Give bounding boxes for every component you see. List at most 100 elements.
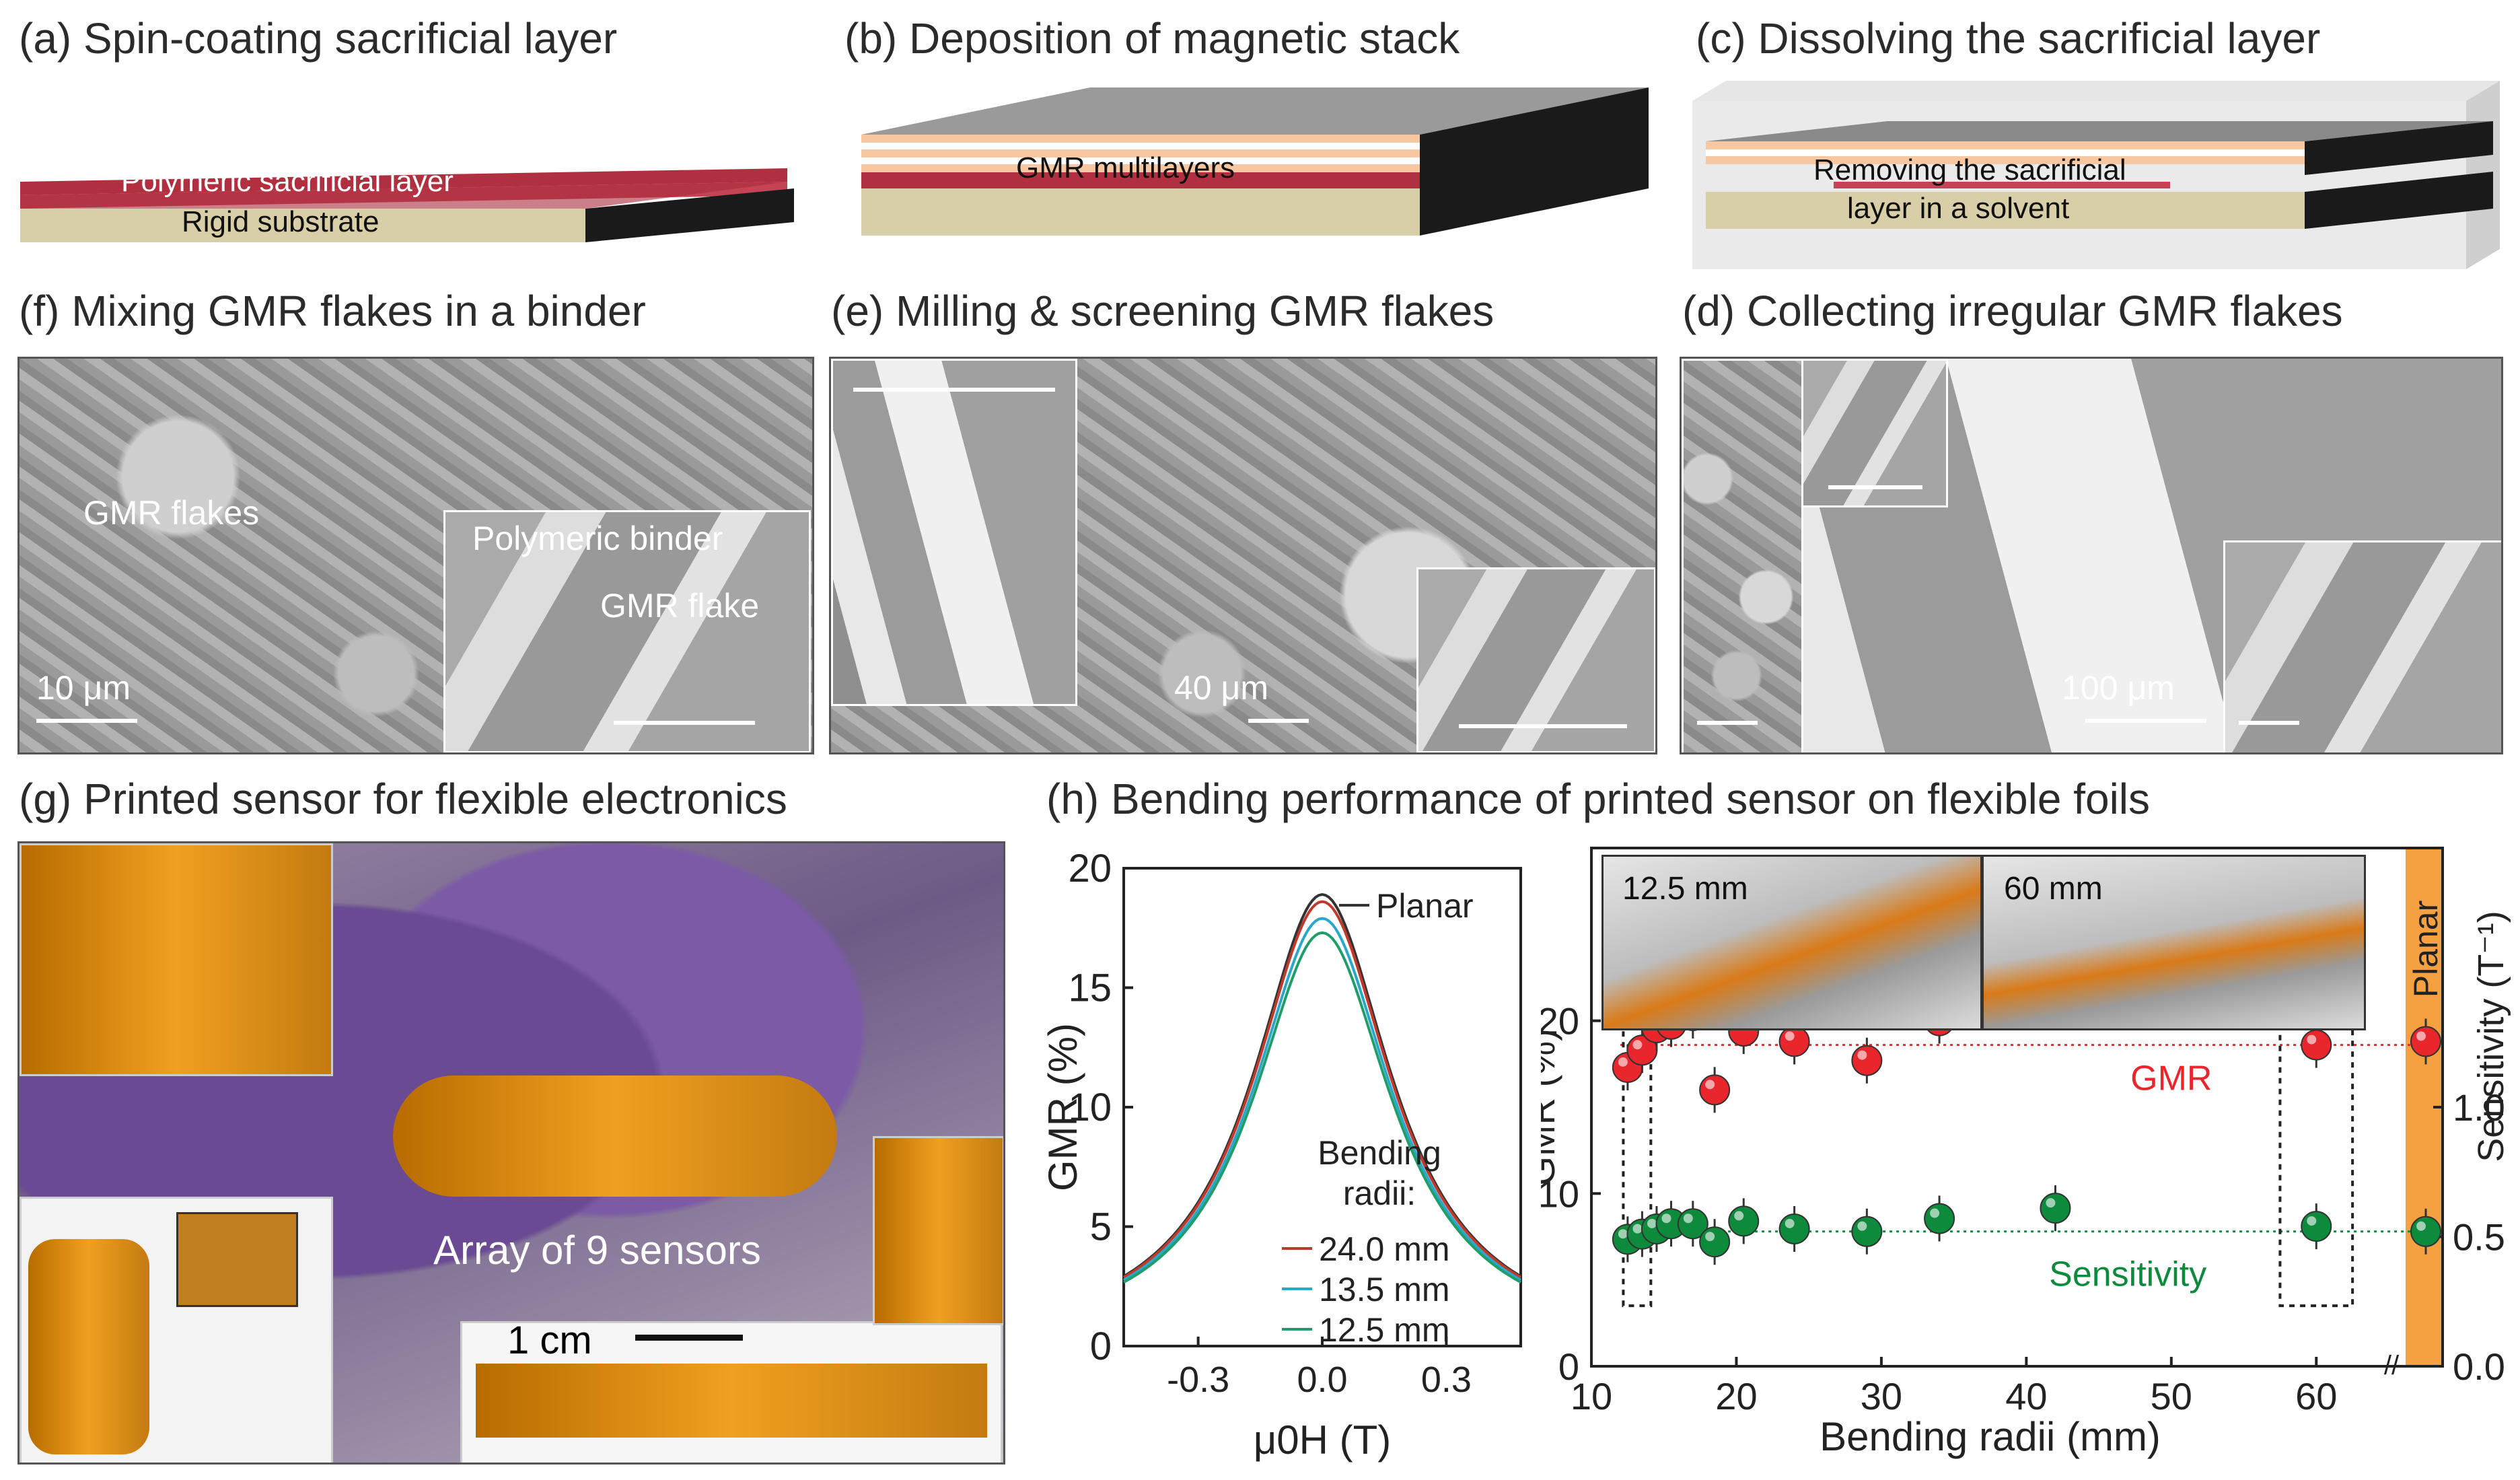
chart1-series-line <box>1122 917 1522 1281</box>
panel-f-scale-label: 10 μm <box>36 669 131 707</box>
chart2-sens-point-highlight <box>1734 1211 1744 1221</box>
chart1-series-line <box>1122 893 1522 1278</box>
chart2-gmr-point-planar <box>2410 1026 2441 1057</box>
chart2-sens-point-highlight <box>1683 1213 1693 1224</box>
chart2-ytick-label: 10 <box>1541 1172 1579 1215</box>
chart1-series-line <box>1123 931 1521 1283</box>
panel-g-inset-closeup <box>873 1136 1003 1325</box>
chart2-xtick-label: 40 <box>2005 1375 2047 1417</box>
panel-f-title: (f) Mixing GMR flakes in a binder <box>19 287 646 335</box>
panel-g-inset-bent <box>20 1197 333 1463</box>
chart2-sens-point-highlight <box>1785 1218 1795 1228</box>
chart2-ylabel: GMR (%) <box>1541 1028 1562 1185</box>
panel-d-inset-right <box>2223 540 2501 752</box>
chart2-gmr-point <box>1851 1045 1883 1076</box>
panel-a-layer2-label: Rigid substrate <box>182 205 380 238</box>
chart2-sens-point <box>1778 1213 1810 1244</box>
chart2-sens-point-highlight <box>1618 1229 1628 1239</box>
panel-a-schematic <box>20 168 794 242</box>
panel-g-inset-rolled <box>20 843 333 1076</box>
panel-g-bent-zoom <box>176 1212 298 1307</box>
chart2-axis-break: // <box>2384 1351 2400 1380</box>
panel-h-photo-12mm: 12.5 mm <box>1601 855 1982 1030</box>
panel-e-sem-image: 40 μm <box>829 357 1657 754</box>
panel-f-label-flake: GMR flake <box>600 587 760 625</box>
chart2-gmr-point-highlight <box>1705 1080 1715 1090</box>
chart2-sens-point <box>2301 1211 2332 1242</box>
chart1-ytick-label: 20 <box>1068 847 1112 890</box>
panel-b-schematic <box>861 87 1649 236</box>
panel-d-inset2-scale-bar <box>1697 721 1758 725</box>
panel-d-title: (d) Collecting irregular GMR flakes <box>1682 287 2343 335</box>
chart1-legend-label: 12.5 mm <box>1319 1311 1450 1349</box>
chart1-ytick-label: 0 <box>1090 1325 1112 1368</box>
panel-h-photo-60mm: 60 mm <box>1982 855 2366 1030</box>
panel-f-inset-scale-bar <box>614 721 755 725</box>
chart2-sens-point <box>1924 1203 1955 1234</box>
panel-g-array-label: Array of 9 sensors <box>433 1228 761 1273</box>
panel-f-scale-bar <box>36 719 137 723</box>
panel-e-scale-label: 40 μm <box>1174 669 1268 707</box>
chart2-gmr-point-highlight <box>2307 1034 2317 1045</box>
panel-e-inset2-scale-bar <box>1459 724 1627 728</box>
panel-e-scale-bar <box>1248 719 1309 723</box>
panel-g-scale-bar <box>635 1335 743 1341</box>
panel-b-title: (b) Deposition of magnetic stack <box>844 14 1460 63</box>
chart2-ytick-label: 0 <box>1558 1345 1579 1388</box>
chart2-sens-series-label: Sensitivity <box>2049 1255 2206 1294</box>
panel-f-label-flakes: GMR flakes <box>83 494 260 532</box>
chart2-xtick-label: 50 <box>2151 1375 2192 1417</box>
chart2-sens-point-highlight <box>1647 1218 1657 1228</box>
panel-f-sem-image: GMR flakes Polymeric binder GMR flake 10… <box>17 357 814 754</box>
panel-f-inset: Polymeric binder GMR flake <box>443 510 811 752</box>
panel-g-inset-strip <box>460 1321 1003 1463</box>
chart2-sens-point-planar <box>2410 1215 2441 1247</box>
panel-a-layer1-label: Polymeric sacrificial layer <box>121 165 454 198</box>
chart1-legend-label: 13.5 mm <box>1319 1271 1450 1308</box>
panel-g-bent-foil <box>28 1239 149 1454</box>
panel-g-scale-label: 1 cm <box>507 1318 592 1362</box>
chart2-ytick-label: 20 <box>1541 1000 1579 1043</box>
panel-d-inset-left <box>1682 359 1803 752</box>
panel-d-sem-image: 100 μm <box>1680 357 2503 754</box>
chart1-legend-label: Planar <box>1376 887 1474 925</box>
chart2-ytick-right-label: 0.5 <box>2453 1216 2505 1259</box>
chart2-sens-point-highlight <box>2046 1198 2056 1208</box>
chart2-gmr-point-highlight <box>1785 1031 1795 1041</box>
panel-d-inset1-scale-bar <box>1828 485 1922 489</box>
chart2-planar-label: Planar <box>2407 901 2445 998</box>
panel-a-title: (a) Spin-coating sacrificial layer <box>19 14 618 63</box>
chart2-gmr-point <box>2301 1029 2332 1061</box>
panel-g-title: (g) Printed sensor for flexible electron… <box>19 775 787 823</box>
panel-h-photo-60mm-label: 60 mm <box>2004 871 2103 907</box>
chart1-legend-title: Bending <box>1318 1134 1441 1172</box>
chart2-gmr-point-highlight <box>1618 1057 1628 1067</box>
panel-e-inset-left <box>831 359 1077 706</box>
chart1-ylabel: GMR (%) <box>1040 1023 1085 1191</box>
chart2-xtick-label: 60 <box>2295 1375 2337 1417</box>
panel-c-label-line2: layer in a solvent <box>1847 192 2070 225</box>
chart2-sens-point-highlight <box>1930 1208 1940 1218</box>
chart2-sens-point-highlight <box>2307 1216 2317 1226</box>
panel-g-photo: Array of 9 sensors 1 cm <box>17 841 1005 1465</box>
panel-d-scale-bar <box>2085 719 2206 723</box>
panel-g-sensor-ring <box>393 1076 837 1197</box>
chart2-ytick-right-label: 0.0 <box>2453 1345 2505 1388</box>
chart2-sens-point <box>1851 1215 1883 1247</box>
panel-b-layer1-label: GMR multilayers <box>1016 151 1235 184</box>
chart2-xtick-label: 30 <box>1861 1375 1902 1417</box>
panel-c-label-line1: Removing the sacrificial <box>1813 153 2126 186</box>
panel-h-title: (h) Bending performance of printed senso… <box>1046 775 2150 823</box>
chart2-gmr-point-planar-highlight <box>2416 1031 2426 1041</box>
panel-g-strip-foil <box>476 1364 987 1438</box>
chart1-ytick-label: 10 <box>1068 1086 1112 1129</box>
chart2-sens-point <box>2040 1193 2071 1224</box>
chart2-ylabel-right: Sensitivity (T⁻¹) <box>2471 911 2511 1162</box>
chart2-xtick-label: 10 <box>1571 1375 1612 1417</box>
chart1-xtick-label: -0.3 <box>1167 1360 1229 1400</box>
chart2-xlabel: Bending radii (mm) <box>1820 1414 2161 1459</box>
chart2-gmr-series-label: GMR <box>2130 1059 2212 1098</box>
chart1-ytick-label: 15 <box>1068 966 1112 1010</box>
chart2-sens-point-highlight <box>1857 1221 1867 1231</box>
chart2-sens-point-highlight <box>1632 1224 1643 1234</box>
